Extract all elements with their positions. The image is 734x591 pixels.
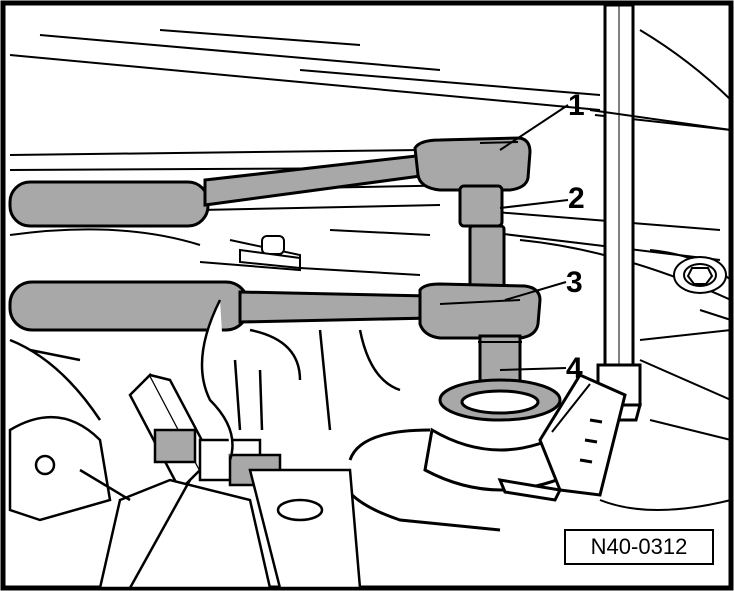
- lower-ratchet-wrench: [8, 280, 542, 340]
- strut-mount: [338, 378, 582, 532]
- vertical-rod: [596, 3, 642, 422]
- callout-3: 3: [566, 266, 583, 299]
- hex-bolt-right: [673, 256, 727, 294]
- reference-code-label: N40-0312: [564, 529, 714, 565]
- upper-ratchet-wrench: [8, 136, 532, 228]
- callout-4: 4: [566, 352, 583, 385]
- callout-2: 2: [568, 182, 585, 215]
- lower-left-mechanism: [8, 299, 401, 590]
- bracket: [497, 373, 627, 502]
- body-lines-right: [599, 309, 732, 511]
- hex-bolt-left: [239, 235, 301, 270]
- extension-bar: [458, 184, 506, 296]
- callout-1: 1: [568, 89, 585, 122]
- leader-lines: [499, 104, 732, 371]
